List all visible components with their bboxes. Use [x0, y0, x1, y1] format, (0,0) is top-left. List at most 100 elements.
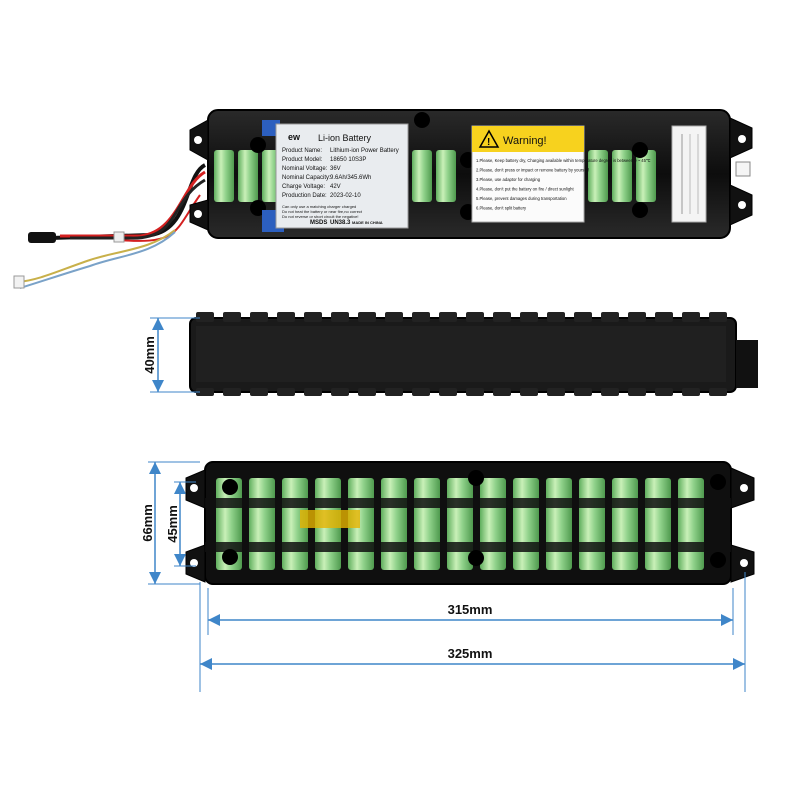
cell-cap [547, 388, 565, 396]
cell-cap [520, 388, 538, 396]
battery-cell [612, 150, 632, 202]
battery-cell [381, 478, 407, 570]
label-badge: MSDS [310, 220, 327, 226]
cell-cap [655, 312, 673, 322]
cell-cap [250, 312, 268, 322]
dim-label-cell-width: 45mm [165, 505, 180, 543]
cell-cap [628, 388, 646, 396]
warning-item: 1.Please, Keep battery dry, Charging ava… [476, 158, 651, 163]
side-warning-sticker [671, 125, 707, 223]
label-note: Do not reverse or short circuit the nega… [282, 214, 358, 219]
cell-cap [223, 388, 241, 396]
warning-label: ! Warning! 1.Please, Keep battery dry, C… [471, 125, 651, 223]
spacer-dot [632, 142, 648, 158]
side-battery-view: 40mm [142, 312, 758, 396]
product-label: ew Li-ion Battery Product Name:Lithium-i… [275, 123, 409, 229]
spacer-dot [632, 202, 648, 218]
label-title: Li-ion Battery [318, 133, 372, 143]
spacer-dot [468, 550, 484, 566]
label-field-value: Lithium-ion Power Battery [330, 148, 399, 154]
warning-item: 4.Please, don't put the battery on fire … [476, 187, 574, 192]
spacer-dot [222, 479, 238, 495]
battery-cell [645, 478, 671, 570]
cell-cap [277, 388, 295, 396]
battery-cell [214, 150, 234, 202]
label-field-value: 9.6Ah/345.6Wh [330, 175, 371, 181]
cell-cap [412, 388, 430, 396]
cell-cap [466, 312, 484, 322]
spacer-dot [710, 552, 726, 568]
dim-label-pack-length: 315mm [448, 602, 493, 617]
cell-cap [601, 312, 619, 322]
cell-cap [196, 312, 214, 322]
battery-cell [513, 478, 539, 570]
cell-cap [385, 388, 403, 396]
spacer-dot [250, 137, 266, 153]
cell-cap [385, 312, 403, 322]
dim-label-height: 40mm [142, 336, 157, 374]
cell-cap [655, 388, 673, 396]
cell-cap [574, 388, 592, 396]
cell-cap [412, 312, 430, 322]
warning-item: 6.Please, don't split battery [476, 206, 527, 211]
label-field-value: 36V [330, 166, 341, 172]
label-field-value: 42V [330, 184, 341, 190]
battery-cell [678, 478, 704, 570]
top-battery-view: ew Li-ion Battery Product Name:Lithium-i… [13, 109, 753, 289]
battery-cell [412, 150, 432, 202]
battery-cell [238, 150, 258, 202]
label-field-name: Product Name: [282, 148, 322, 154]
warning-title: Warning! [503, 135, 547, 147]
cell-cap [439, 312, 457, 322]
label-note: Can only use a matching charger charged [282, 204, 356, 209]
dim-label-total-width: 66mm [140, 504, 155, 542]
label-badge: MADE IN CHINA [352, 220, 383, 225]
cell-cap [628, 312, 646, 322]
dim-label-total-length: 325mm [448, 646, 493, 661]
bottom-cell-row [205, 470, 731, 570]
cell-cap [304, 312, 322, 322]
battery-cell [414, 478, 440, 570]
cable-bundle [13, 163, 207, 289]
yellow-tape [300, 510, 360, 528]
battery-cell [636, 150, 656, 202]
battery-cell [579, 478, 605, 570]
warning-item: 3.Please, use adaptor for charging [476, 177, 541, 182]
cell-cap [547, 312, 565, 322]
right-connector-icon [735, 161, 751, 177]
cell-cap [250, 388, 268, 396]
battery-cell [249, 478, 275, 570]
cell-cap [331, 312, 349, 322]
cell-cap [574, 312, 592, 322]
small-connector-icon [13, 275, 25, 289]
cell-cap [223, 312, 241, 322]
spacer-dot [222, 549, 238, 565]
cell-cap [277, 312, 295, 322]
cell-cap [709, 312, 727, 322]
label-note: Do not heat the battery or near fire,no … [282, 209, 363, 214]
cell-cap [304, 388, 322, 396]
bottom-battery-view: 66mm 45mm 315mm 325mm [140, 461, 755, 692]
label-field-name: Nominal Capacity: [282, 175, 331, 181]
battery-cell [480, 478, 506, 570]
cell-cap [493, 388, 511, 396]
label-field-name: Production Date: [282, 193, 327, 199]
warning-item: 5.Please, prevent damages during transpo… [476, 196, 567, 201]
cell-cap [520, 312, 538, 322]
battery-cell [612, 478, 638, 570]
label-field-name: Nominal Voltage: [282, 166, 328, 172]
cell-cap [493, 312, 511, 322]
cell-cap [466, 388, 484, 396]
battery-cell [436, 150, 456, 202]
spacer-dot [468, 470, 484, 486]
cell-cap [682, 388, 700, 396]
label-field-name: Product Model: [282, 157, 323, 163]
label-field-name: Charge Voltage: [282, 184, 325, 190]
cell-cap [439, 388, 457, 396]
cell-cap [358, 388, 376, 396]
cell-cap [331, 388, 349, 396]
cell-cap [709, 388, 727, 396]
cell-cap [196, 388, 214, 396]
spacer-dot [414, 112, 430, 128]
